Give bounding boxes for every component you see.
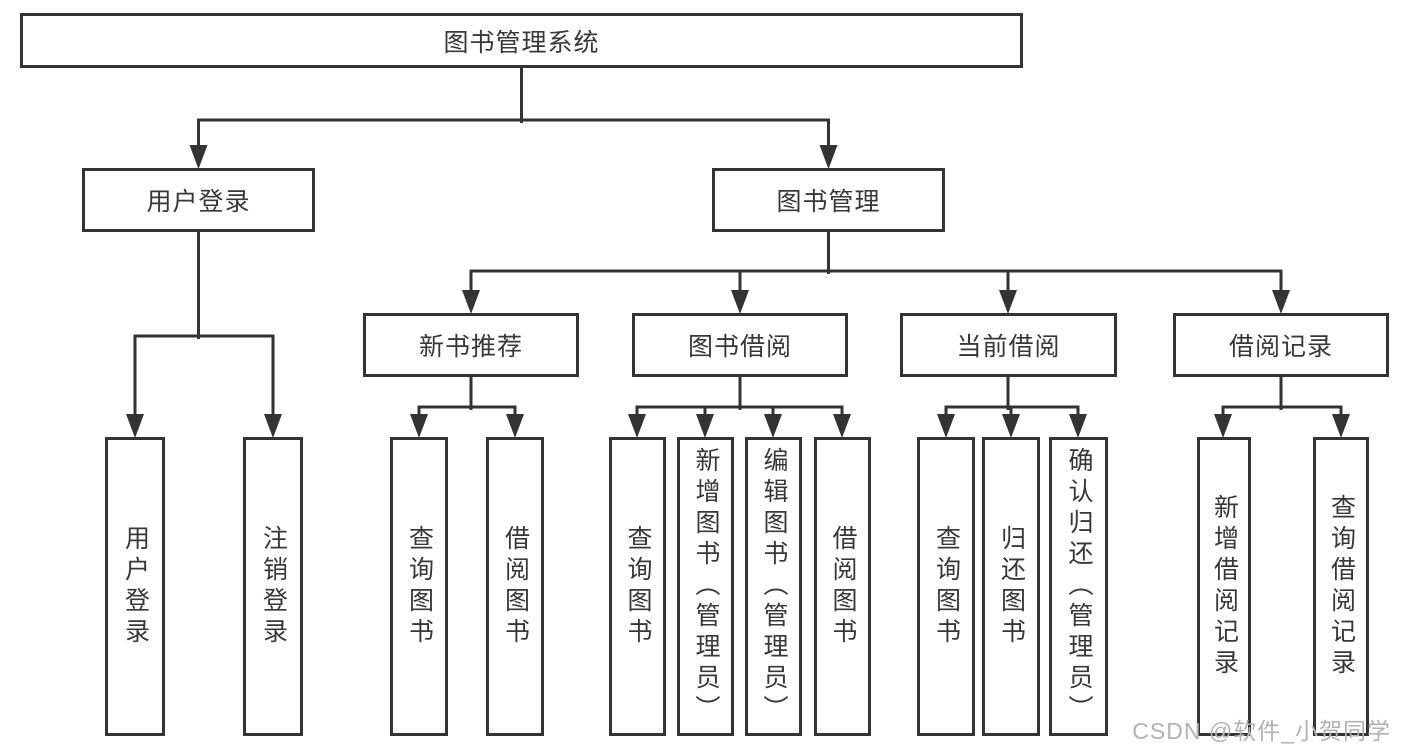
leaf-logout-label: 注销登录 (259, 524, 288, 649)
leaf-confirm-return-admin-label: 确认归还（管理员） (1065, 447, 1093, 726)
node-new-book-recommend: 新书推荐 (363, 313, 579, 377)
node-book-management: 图书管理 (712, 168, 945, 232)
node-borrowing-records: 借阅记录 (1173, 313, 1389, 377)
node-new-book-recommend-label: 新书推荐 (418, 333, 523, 361)
node-borrowing-records-label: 借阅记录 (1228, 333, 1333, 361)
leaf-query-books-current-label: 查询图书 (932, 524, 961, 649)
node-library-system: 图书管理系统 (20, 13, 1023, 68)
leaf-add-book-admin: 新增图书（管理员） (677, 437, 734, 736)
leaf-borrow-books-label: 借阅图书 (829, 524, 857, 649)
node-book-borrowing-label: 图书借阅 (687, 333, 792, 361)
leaf-logout: 注销登录 (243, 437, 303, 736)
leaf-query-books-current: 查询图书 (917, 437, 975, 736)
leaf-user-login-label: 用户登录 (121, 524, 150, 649)
node-book-management-label: 图书管理 (776, 188, 881, 216)
leaf-edit-book-admin-label: 编辑图书（管理员） (760, 447, 788, 726)
leaf-edit-book-admin: 编辑图书（管理员） (745, 437, 802, 736)
node-user-login: 用户登录 (82, 168, 315, 232)
node-library-system-label: 图书管理系统 (443, 28, 600, 57)
leaf-query-books-recommend: 查询图书 (390, 437, 448, 736)
node-user-login-label: 用户登录 (146, 188, 251, 216)
leaf-borrow-books: 借阅图书 (814, 437, 871, 736)
node-current-borrowing: 当前借阅 (900, 313, 1117, 377)
leaf-user-login: 用户登录 (105, 437, 165, 736)
leaf-query-borrow-record-label: 查询借阅记录 (1327, 493, 1356, 680)
leaf-return-books: 归还图书 (982, 437, 1040, 736)
leaf-query-borrow-record: 查询借阅记录 (1313, 437, 1369, 736)
leaf-return-books-label: 归还图书 (997, 524, 1026, 649)
csdn-watermark: CSDN @软件_小贺同学 (1132, 718, 1391, 744)
leaf-query-books-borrow-label: 查询图书 (624, 524, 652, 649)
leaf-query-books-recommend-label: 查询图书 (405, 524, 434, 649)
leaf-add-book-admin-label: 新增图书（管理员） (692, 447, 720, 726)
node-book-borrowing: 图书借阅 (632, 313, 848, 377)
leaf-confirm-return-admin: 确认归还（管理员） (1049, 437, 1108, 736)
leaf-borrow-books-recommend: 借阅图书 (486, 437, 544, 736)
leaf-add-borrow-record-label: 新增借阅记录 (1210, 493, 1239, 680)
leaf-query-books-borrow: 查询图书 (609, 437, 666, 736)
node-current-borrowing-label: 当前借阅 (956, 333, 1061, 361)
leaf-add-borrow-record: 新增借阅记录 (1197, 437, 1251, 736)
leaf-borrow-books-recommend-label: 借阅图书 (501, 524, 530, 649)
